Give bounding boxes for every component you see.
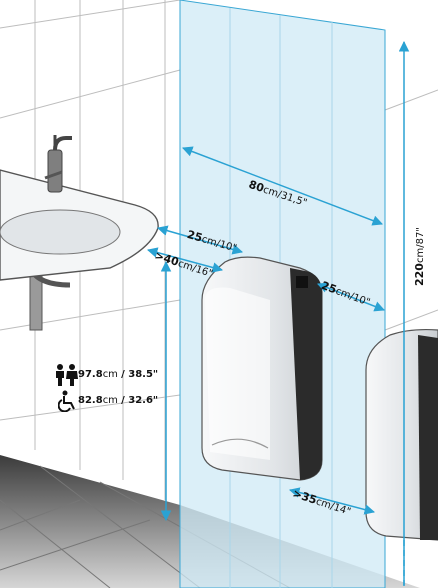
value: 220 xyxy=(413,263,426,286)
sink xyxy=(0,135,159,331)
unit: cm xyxy=(102,369,118,380)
unit: cm/87" xyxy=(415,227,426,264)
height-accessible: 82.8cm / 32.6" xyxy=(78,395,158,406)
imperial: / 38.5" xyxy=(121,369,159,380)
person-icon xyxy=(66,364,78,386)
height-adult: 97.8cm / 38.5" xyxy=(78,369,158,380)
value: 97.8 xyxy=(78,369,103,380)
label-height-220: 220cm/87" xyxy=(410,227,426,286)
value: 82.8 xyxy=(78,395,103,406)
person-icon xyxy=(56,364,64,386)
hand-dryer-main xyxy=(201,256,323,481)
dimension-lines xyxy=(146,40,410,585)
wheelchair-icon xyxy=(58,390,75,412)
hand-dryer-second xyxy=(365,328,438,541)
imperial: / 32.6" xyxy=(121,395,159,406)
unit: cm xyxy=(102,395,118,406)
